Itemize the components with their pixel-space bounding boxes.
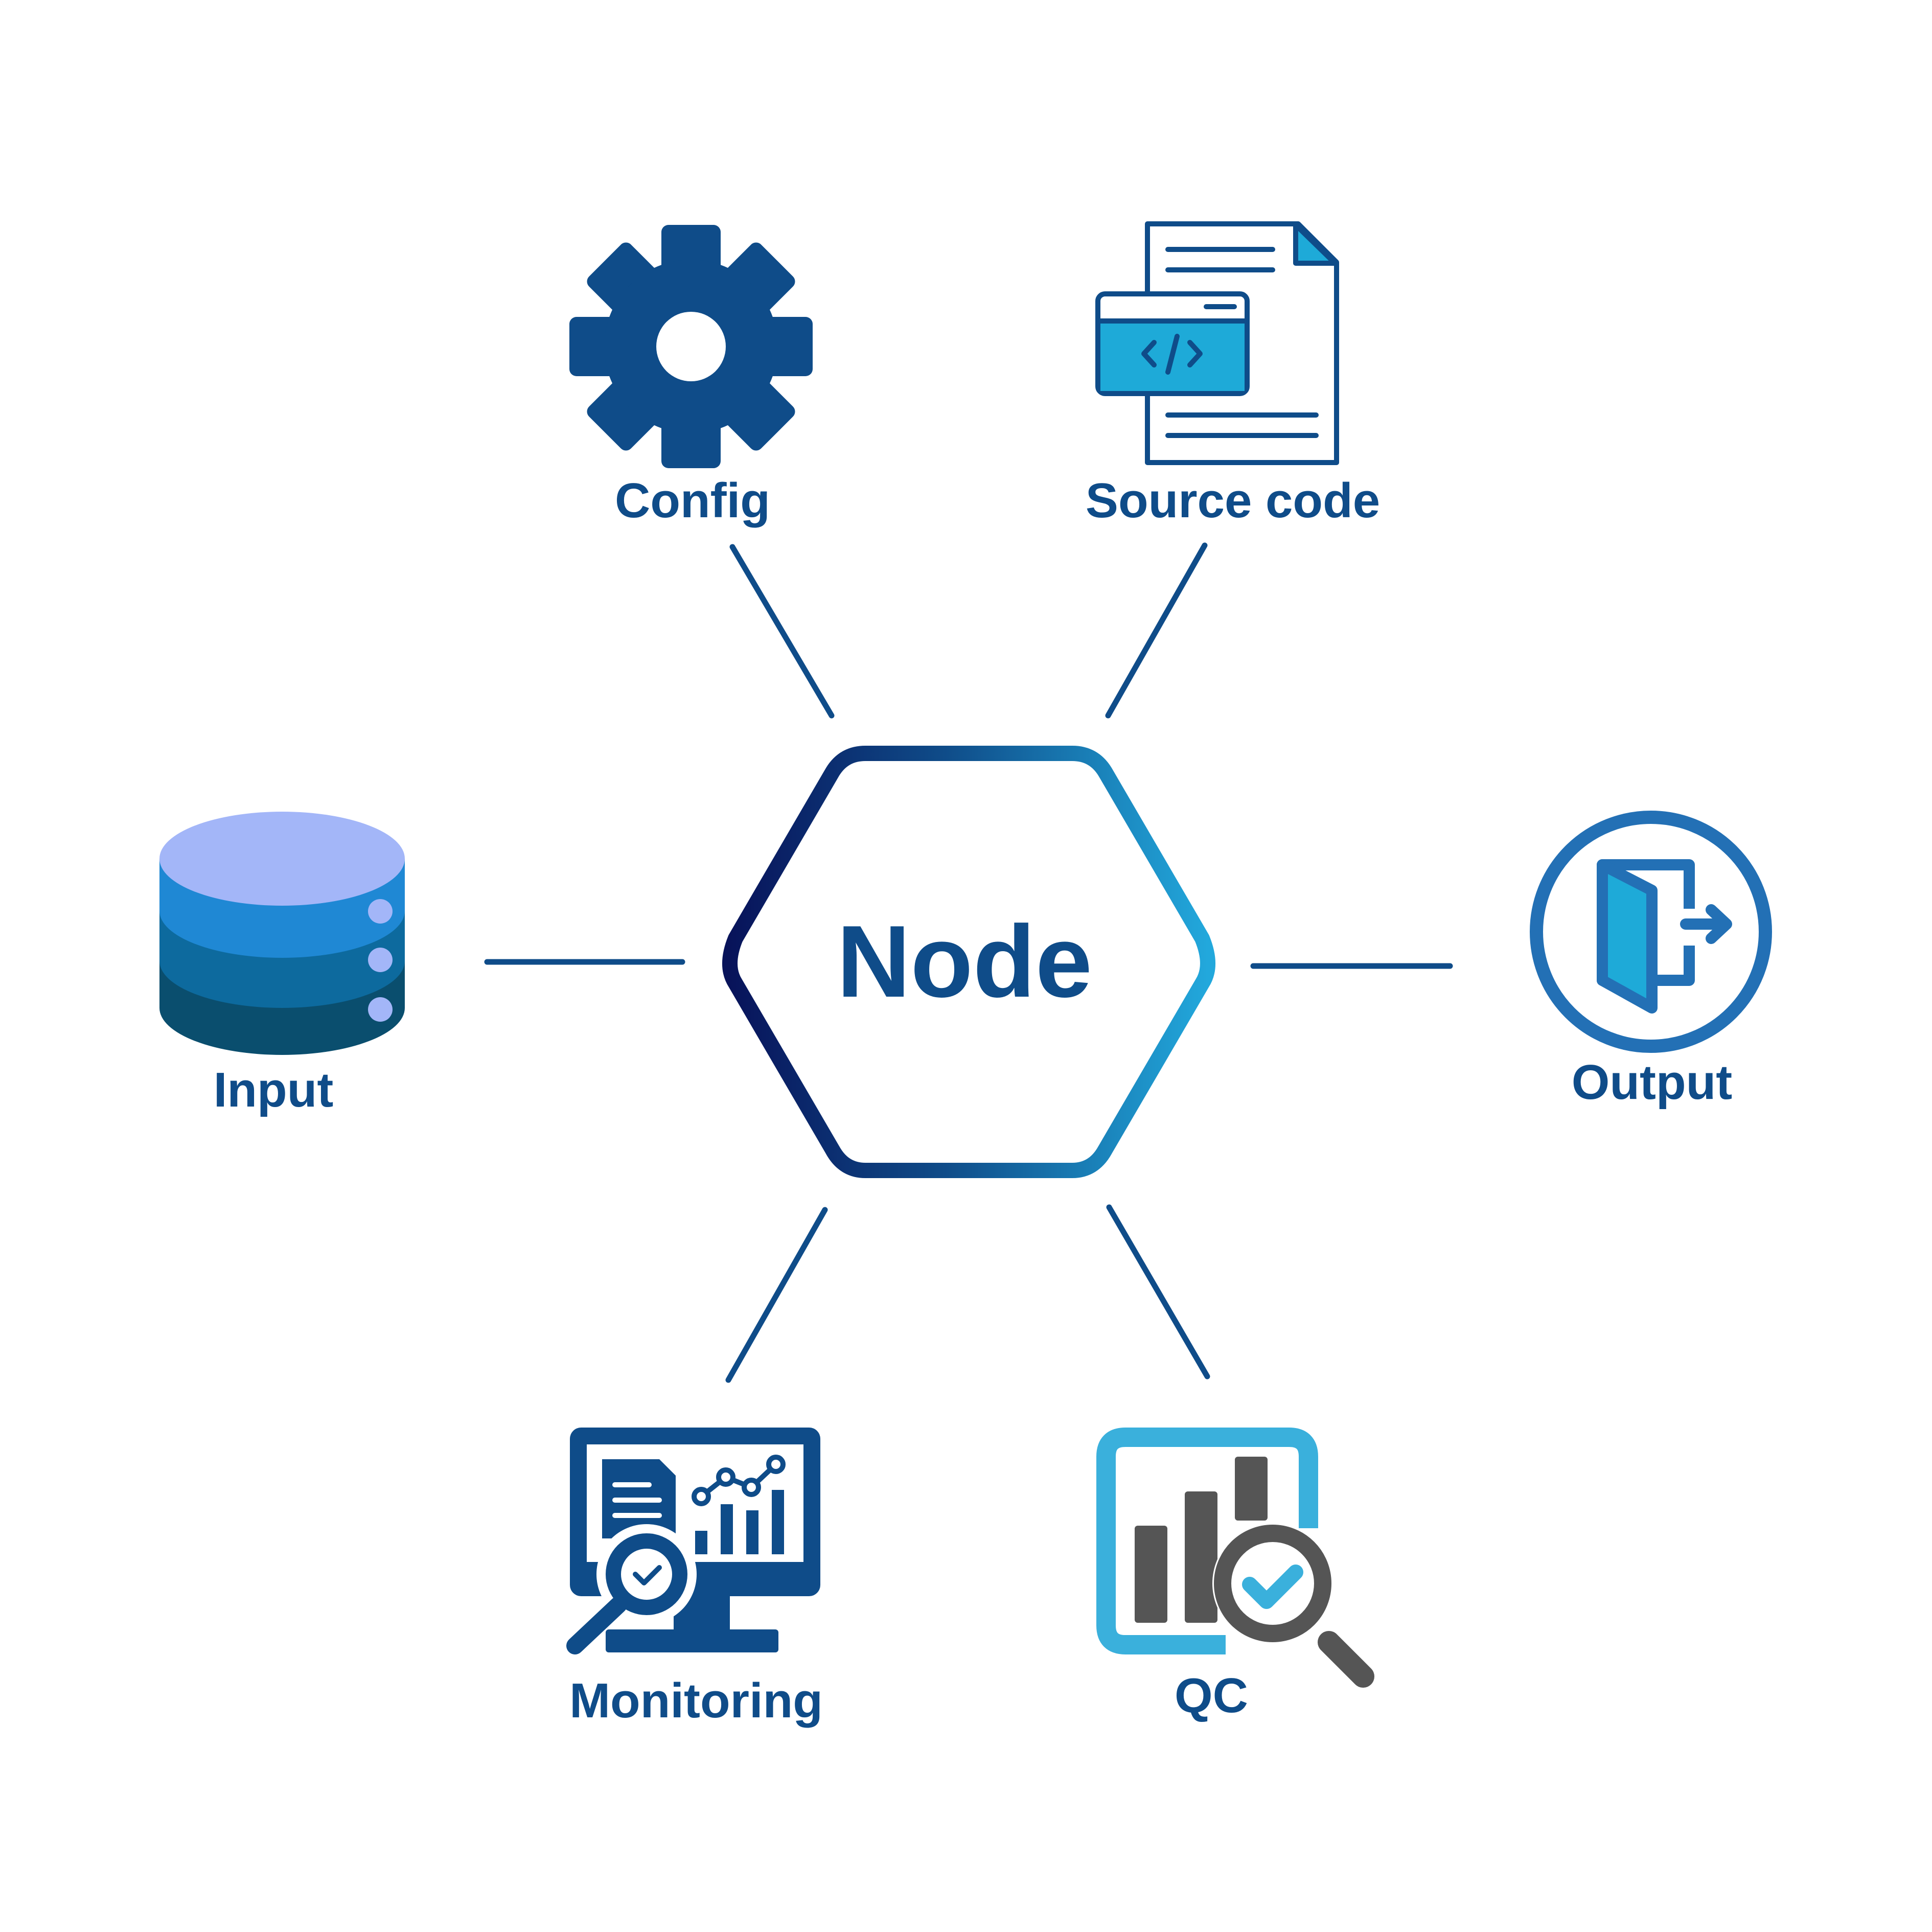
config-label: Config [615,473,770,528]
code-document-icon [1095,221,1339,465]
center-label: Node [837,905,1092,1019]
connector-qc [1106,1204,1210,1379]
center-hexagon [722,746,1215,1178]
quality-check-magnifier-icon [1096,1428,1374,1688]
source-code-label: Source code [1086,473,1380,528]
output-label: Output [1572,1055,1733,1110]
connector-source-code [1105,542,1208,719]
gear-icon [569,225,813,468]
qc-label: QC [1175,1668,1248,1723]
exit-door-icon [1530,811,1772,1053]
output-node[interactable]: Output [1530,811,1772,1110]
connector-config [729,544,835,719]
center-node[interactable]: Node [722,746,1215,1178]
config-node[interactable]: Config [569,225,813,528]
monitoring-label: Monitoring [569,1673,823,1728]
input-label: Input [214,1063,334,1117]
monitor-analytics-icon [566,1428,820,1654]
source-code-node[interactable]: Source code [1086,221,1380,528]
qc-node[interactable]: QC [1096,1428,1374,1723]
input-node[interactable]: Input [159,812,405,1117]
database-icon [159,812,405,1055]
monitoring-node[interactable]: Monitoring [566,1428,823,1728]
connector-monitoring [725,1207,828,1383]
